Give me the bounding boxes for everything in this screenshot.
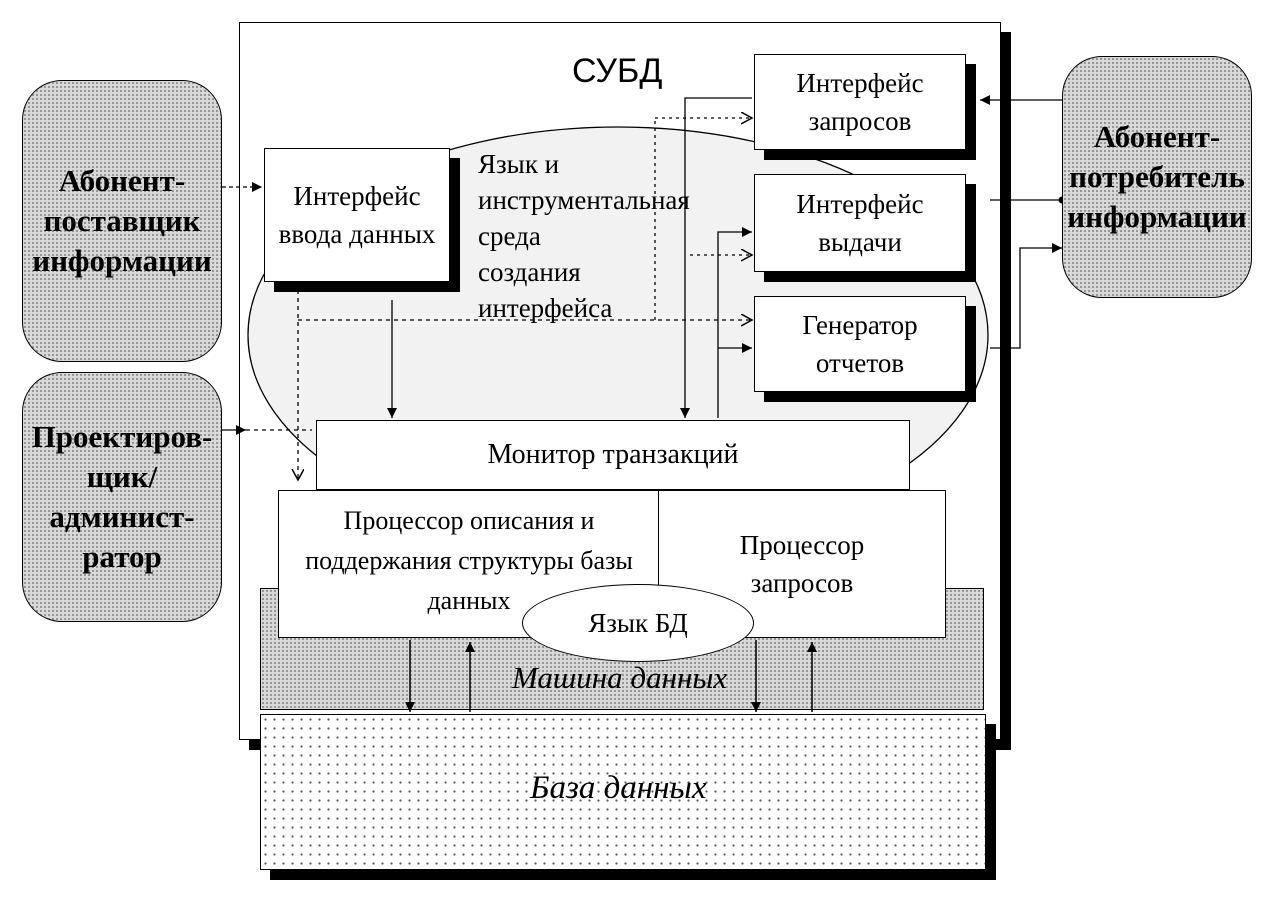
database-label: База данных (530, 770, 707, 806)
query-interface: Интерфейс запросов (754, 54, 966, 150)
output-interface: Интерфейс выдачи (754, 174, 966, 272)
tool-environment-label: Язык и инструментальная среда создания и… (478, 149, 690, 323)
actor-designer: Проектиров- щик/админист- ратор (22, 372, 222, 622)
actor-supplier: Абонент- поставщик информации (22, 80, 222, 362)
db-language-label: Язык БД (588, 607, 688, 638)
database (260, 714, 986, 870)
data-input-interface: Интерфейс ввода данных (264, 148, 450, 282)
transaction-monitor: Монитор транзакций (316, 420, 910, 490)
report-generator: Генератор отчетов (754, 296, 966, 392)
dbms-title: СУБД (572, 52, 663, 90)
actor-consumer: Абонент- потребитель информации (1062, 56, 1252, 298)
data-machine-label: Машина данных (512, 660, 728, 695)
db-language: Язык БД (522, 584, 754, 662)
structure-processor-label: Процессор описания и поддержания структу… (305, 506, 633, 615)
